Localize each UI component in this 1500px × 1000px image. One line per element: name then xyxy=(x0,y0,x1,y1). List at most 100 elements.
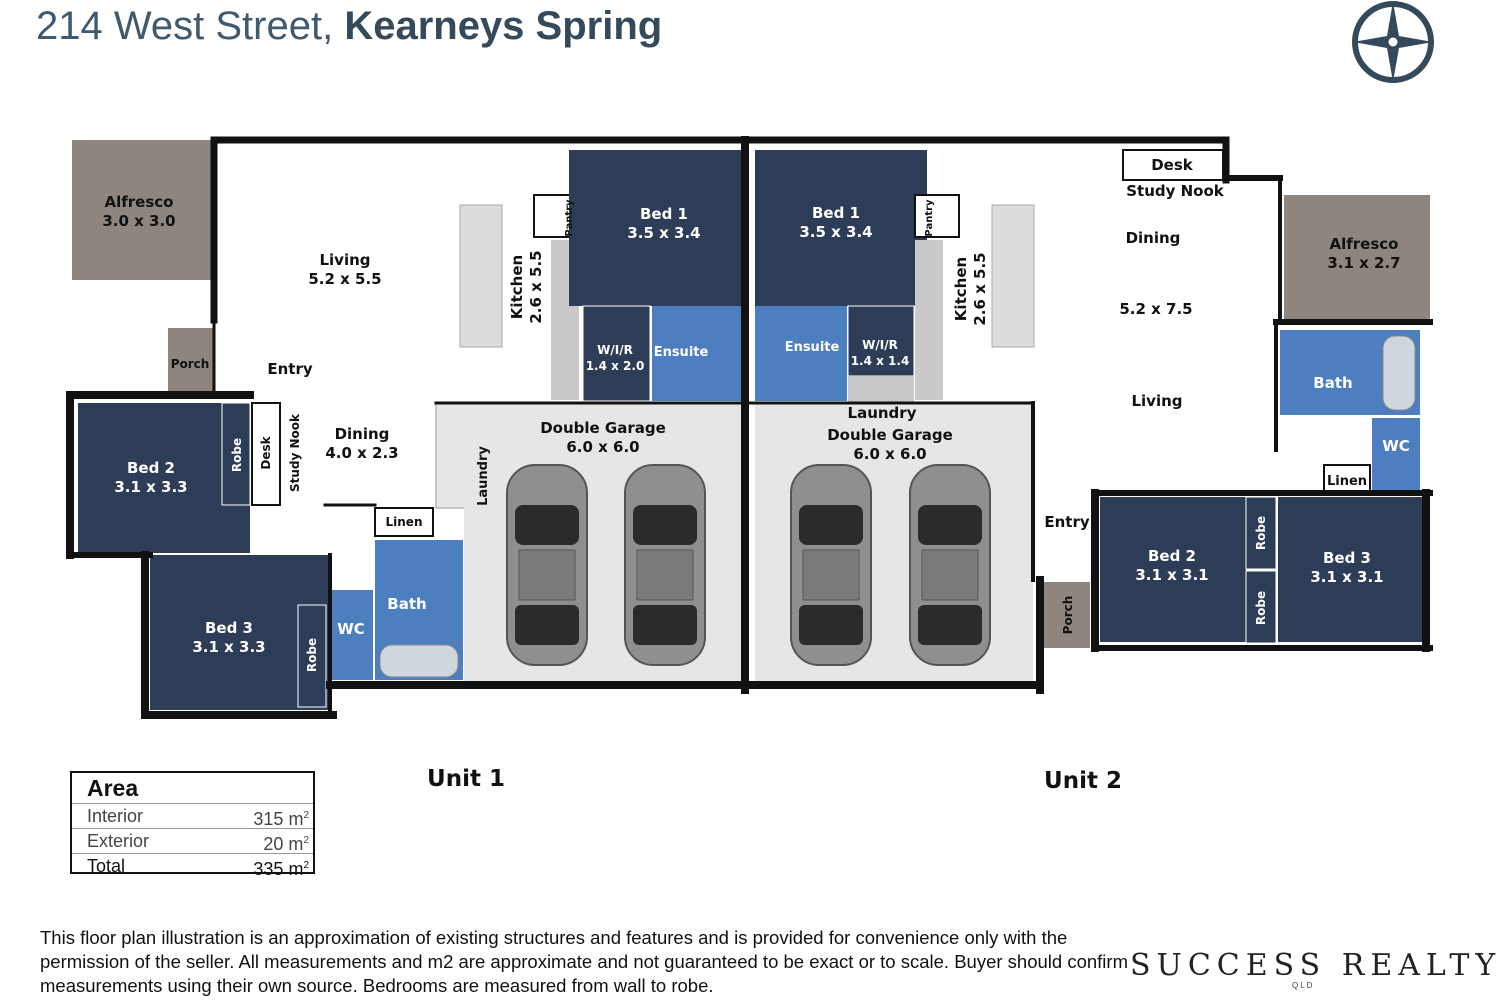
u1-bed2-dims: 3.1 x 3.3 xyxy=(114,478,187,496)
disclaimer-text: This floor plan illustration is an appro… xyxy=(40,927,1128,996)
u1-bed2-label: Bed 2 xyxy=(127,459,175,477)
car-icon xyxy=(909,464,991,666)
unit2-robe-b xyxy=(1245,570,1277,644)
unit1-robe-a xyxy=(221,402,251,506)
unit1-wc xyxy=(328,590,373,680)
u2-living-dims: 5.2 x 7.5 xyxy=(1119,300,1192,318)
u2-porch-label: Porch xyxy=(1061,596,1075,635)
u2-laundry-label: Laundry xyxy=(848,404,917,422)
unit1-bed1 xyxy=(569,150,743,306)
u1-wir-label: W/I/R xyxy=(597,343,633,357)
u1-bed1-dims: 3.5 x 3.4 xyxy=(627,224,700,242)
unit2-wir xyxy=(847,305,915,377)
u2-bed2-label: Bed 2 xyxy=(1148,547,1196,565)
unit1-wir xyxy=(582,305,651,402)
walls xyxy=(66,136,1433,719)
street-address: 214 West Street, xyxy=(36,4,334,48)
area-row-interior: Interior 315 m2 xyxy=(72,804,313,829)
area-table: Area Interior 315 m2 Exterior 20 m2 Tota… xyxy=(70,771,315,879)
area-row-total: Total 335 m2 xyxy=(72,854,313,879)
u2-wc-label: WC xyxy=(1382,437,1410,455)
unit2-pantry xyxy=(914,194,960,238)
u1-robe-a-label: Robe xyxy=(230,438,244,472)
u1-alfresco-label: Alfresco xyxy=(105,193,174,211)
u2-bed1-label: Bed 1 xyxy=(812,204,860,222)
u2-study-nook-label: Study Nook xyxy=(1126,182,1225,200)
unit1-desk xyxy=(251,402,281,506)
interior-value: 315 m2 xyxy=(253,809,309,829)
u2-wir-dims: 1.4 x 1.4 xyxy=(851,354,910,368)
u1-kitchen-dims: 2.6 x 5.5 xyxy=(527,250,545,323)
u1-study-nook-label: Study Nook xyxy=(288,413,302,492)
unit1-bed2 xyxy=(78,403,250,553)
car-icon xyxy=(624,464,706,666)
unit2-laundry xyxy=(848,376,914,402)
u2-bed1-dims: 3.5 x 3.4 xyxy=(799,223,872,241)
u1-dining-label: Dining xyxy=(335,425,390,443)
unit2-wc xyxy=(1372,418,1420,492)
u1-bed1-label: Bed 1 xyxy=(640,205,688,223)
u2-kitchen-dims: 2.6 x 5.5 xyxy=(971,252,989,325)
u2-entry-label: Entry xyxy=(1044,513,1089,531)
u1-ensuite-label: Ensuite xyxy=(654,345,709,360)
u2-wir-label: W/I/R xyxy=(862,338,898,352)
u1-wc-label: WC xyxy=(337,620,365,638)
unit1-label: Unit 1 xyxy=(427,766,505,792)
compass-icon xyxy=(1352,1,1434,83)
unit1-linen xyxy=(374,507,434,537)
u2-garage-label: Double Garage xyxy=(827,426,953,444)
u2-bed3-label: Bed 3 xyxy=(1323,549,1371,567)
u1-entry-label: Entry xyxy=(267,360,312,378)
u2-desk-label: Desk xyxy=(1151,156,1194,174)
u1-wir-dims: 1.4 x 2.0 xyxy=(586,359,645,373)
unit1-laundry xyxy=(435,402,467,509)
u2-bath-label: Bath xyxy=(1313,374,1352,392)
unit2-ensuite xyxy=(755,306,847,401)
u1-garage-dims: 6.0 x 6.0 xyxy=(566,438,639,456)
u1-living-dims: 5.2 x 5.5 xyxy=(308,270,381,288)
u2-linen-label: Linen xyxy=(1327,474,1367,489)
unit1-ensuite xyxy=(652,306,744,401)
unit2-bed3 xyxy=(1278,497,1422,642)
u2-bed2-dims: 3.1 x 3.1 xyxy=(1135,566,1208,584)
u1-dining-dims: 4.0 x 2.3 xyxy=(325,444,398,462)
success-realty-logo: SUCCESS REALTY QLD xyxy=(1130,948,1495,996)
u1-alfresco-dims: 3.0 x 3.0 xyxy=(102,212,175,230)
u1-kitchen-label: Kitchen xyxy=(508,255,526,319)
total-value: 335 m2 xyxy=(253,859,309,879)
u1-porch-label: Porch xyxy=(171,357,210,371)
u1-robe-b-label: Robe xyxy=(305,638,319,672)
area-title: Area xyxy=(72,773,313,804)
u2-garage-dims: 6.0 x 6.0 xyxy=(853,445,926,463)
u2-bed3-dims: 3.1 x 3.1 xyxy=(1310,568,1383,586)
area-row-exterior: Exterior 20 m2 xyxy=(72,829,313,854)
u1-bed3-dims: 3.1 x 3.3 xyxy=(192,638,265,656)
u2-alfresco-dims: 3.1 x 2.7 xyxy=(1327,254,1400,272)
u2-kitchen-label: Kitchen xyxy=(952,257,970,321)
unit2-alfresco xyxy=(1284,195,1430,320)
u2-ensuite-label: Ensuite xyxy=(785,340,840,355)
u2-robe-a-label: Robe xyxy=(1254,516,1268,550)
u1-pantry-label: Pantry xyxy=(564,199,575,237)
unit2-bed2 xyxy=(1100,497,1246,642)
u1-bath-label: Bath xyxy=(387,595,426,613)
u1-bed3-label: Bed 3 xyxy=(205,619,253,637)
total-label: Total xyxy=(87,856,126,876)
u1-living-label: Living xyxy=(319,251,370,269)
address-title: 214 West Street, Kearneys Spring xyxy=(36,4,662,49)
unit2-bed1 xyxy=(755,150,927,306)
car-icon xyxy=(506,464,588,666)
interior-label: Interior xyxy=(87,806,144,826)
u1-linen-label: Linen xyxy=(386,515,423,529)
unit2-kitchen-bench xyxy=(915,240,943,400)
unit2-kitchen-island xyxy=(991,204,1035,348)
unit2-label: Unit 2 xyxy=(1044,768,1122,794)
u2-pantry-label: Pantry xyxy=(924,199,935,237)
suburb-name: Kearneys Spring xyxy=(344,4,663,48)
unit2-bathtub xyxy=(1382,335,1416,411)
u2-robe-b-label: Robe xyxy=(1254,591,1268,625)
unit1-robe-b xyxy=(297,604,327,708)
u2-living-label: Living xyxy=(1131,392,1182,410)
u2-alfresco-label: Alfresco xyxy=(1330,235,1399,253)
